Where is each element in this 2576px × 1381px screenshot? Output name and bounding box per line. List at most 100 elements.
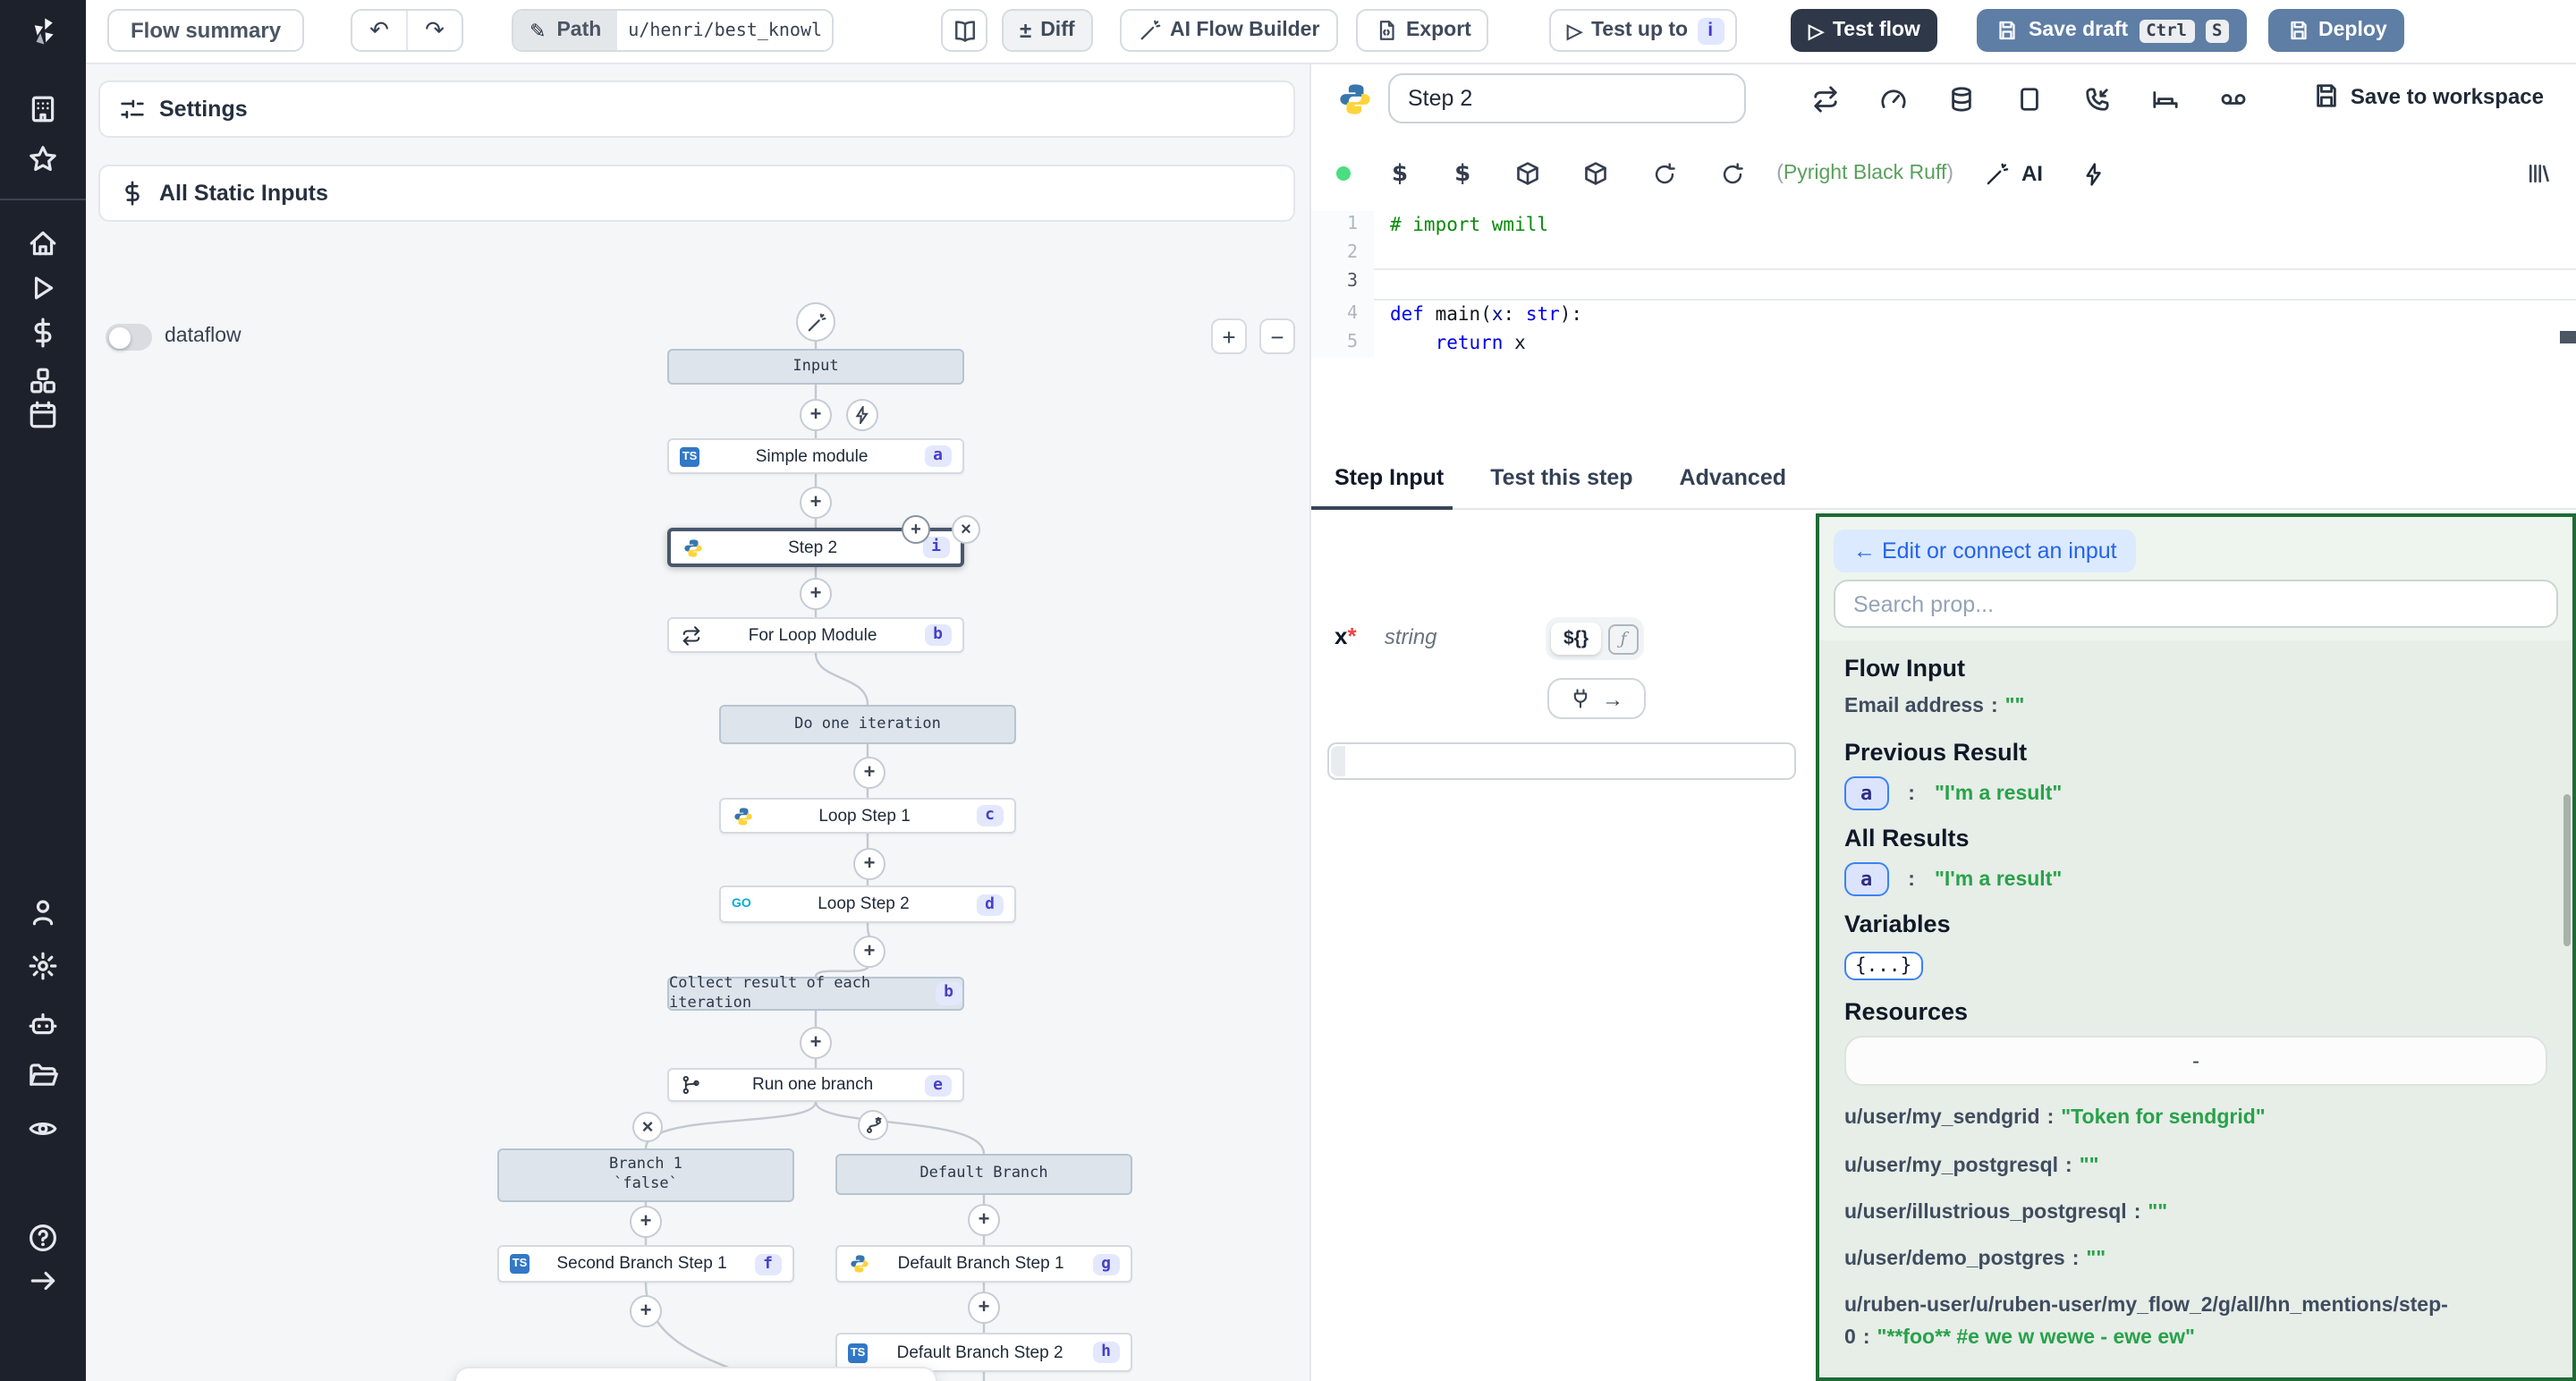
resource-row[interactable]: u/user/illustrious_postgresql:"" <box>1844 1201 2168 1224</box>
schedules-calendar-icon[interactable] <box>28 400 58 430</box>
remove-step-button[interactable]: × <box>952 515 980 544</box>
flow-node-simple-module[interactable]: TS Simple module a <box>667 438 964 474</box>
cache-database-icon[interactable] <box>1948 86 1975 113</box>
add-step-button[interactable]: + <box>968 1204 1000 1236</box>
suspend-phone-icon[interactable] <box>2084 86 2111 113</box>
connect-scrollbar-thumb[interactable] <box>2563 794 2571 946</box>
code-line[interactable]: 3 <box>1311 268 2576 301</box>
folders-icon[interactable] <box>28 1060 58 1090</box>
code-line[interactable]: 1# import wmill <box>1311 211 2576 240</box>
package-icon[interactable] <box>1583 161 1608 186</box>
flow-node-default-branch-step2[interactable]: TS Default Branch Step 2 h <box>835 1333 1132 1372</box>
variables-object-badge[interactable]: {...} <box>1844 952 1923 981</box>
docs-book-button[interactable] <box>941 9 987 52</box>
arg-value-input[interactable] <box>1327 742 1796 780</box>
flow-node-run-one-branch[interactable]: Run one branch e <box>667 1068 964 1102</box>
resource-row[interactable]: u/ruben-user/u/ruben-user/my_flow_2/g/al… <box>1844 1295 2448 1349</box>
resource-row[interactable]: u/user/my_postgresql:"" <box>1844 1155 2099 1176</box>
audit-eye-icon[interactable] <box>28 1114 58 1144</box>
diff-button[interactable]: ±Diff <box>1002 9 1093 52</box>
step-name-input[interactable] <box>1388 73 1746 123</box>
code-line[interactable]: 5 return x <box>1311 329 2576 358</box>
workers-robot-icon[interactable] <box>28 1008 58 1038</box>
add-step-button[interactable]: + <box>630 1295 662 1327</box>
editor-scrollbar-thumb[interactable] <box>2560 331 2576 343</box>
user-icon[interactable] <box>28 897 58 928</box>
flow-settings-bar[interactable]: Settings <box>98 80 1295 138</box>
mock-voicemail-icon[interactable] <box>2220 86 2247 113</box>
flow-node-for-loop[interactable]: For Loop Module b <box>667 617 964 653</box>
resources-empty-box[interactable]: - <box>1844 1036 2547 1087</box>
gauge-icon[interactable] <box>1880 86 1907 113</box>
redo-button[interactable]: ↷ <box>408 11 462 50</box>
all-results-row[interactable]: a : "I'm a result" <box>1844 862 2547 897</box>
test-flow-button[interactable]: ▷Test flow <box>1791 9 1938 52</box>
retry-icon[interactable] <box>1812 86 1839 113</box>
add-step-button[interactable]: + <box>853 757 886 789</box>
collapse-arrow-right-icon[interactable] <box>28 1266 58 1296</box>
favorites-star-icon[interactable] <box>28 144 58 174</box>
add-branch-button[interactable] <box>858 1110 888 1140</box>
expression-mode-chip[interactable]: ${} <box>1551 623 1602 655</box>
settings-gear-icon[interactable] <box>28 951 58 981</box>
add-step-button[interactable]: + <box>630 1206 662 1238</box>
library-panel-icon[interactable] <box>2526 161 2551 186</box>
resources-cubes-icon[interactable] <box>28 366 58 396</box>
trigger-bolt-button[interactable] <box>846 399 878 431</box>
tab-advanced[interactable]: Advanced <box>1679 465 1787 490</box>
early-stop-icon[interactable] <box>2016 86 2043 113</box>
resource-row[interactable]: u/user/my_sendgrid:"Token for sendgrid" <box>1844 1107 2266 1130</box>
zoom-out-button[interactable]: − <box>1259 318 1295 354</box>
refresh-icon[interactable] <box>1651 161 1676 186</box>
search-prop-input[interactable] <box>1834 580 2558 628</box>
dataflow-toggle[interactable] <box>106 324 152 351</box>
path-input[interactable] <box>617 11 833 50</box>
flow-node-default-branch-step1[interactable]: Default Branch Step 1 g <box>835 1245 1132 1283</box>
variables-dollar-icon[interactable]: $ <box>1454 160 1471 187</box>
flow-node-do-one-iteration[interactable]: Do one iteration <box>719 705 1016 744</box>
flow-node-branch1[interactable]: Branch 1`false` <box>497 1148 794 1202</box>
ai-suggest-node-button[interactable] <box>796 302 835 342</box>
all-static-inputs-bar[interactable]: All Static Inputs <box>98 165 1295 222</box>
sleep-icon[interactable] <box>2152 86 2179 113</box>
flow-node-default-branch[interactable]: Default Branch <box>835 1154 1132 1195</box>
result-badge[interactable]: a <box>1844 776 1889 811</box>
ai-wand-icon[interactable] <box>1986 161 2011 186</box>
result-badge[interactable]: a <box>1844 862 1889 897</box>
undo-button[interactable]: ↶ <box>352 11 408 50</box>
package-icon[interactable] <box>1515 161 1540 186</box>
edit-or-connect-button[interactable]: ← Edit or connect an input <box>1834 530 2137 572</box>
prop-row-email-address[interactable]: Email address:"" <box>1844 696 2025 717</box>
code-line[interactable]: 2 <box>1311 240 2576 268</box>
flow-summary-button[interactable]: Flow summary <box>107 9 305 52</box>
bolt-icon[interactable] <box>2082 161 2107 186</box>
tab-step-input[interactable]: Step Input <box>1311 465 1467 512</box>
add-step-button[interactable]: + <box>800 399 832 431</box>
add-step-button[interactable]: + <box>853 936 886 968</box>
path-button[interactable]: ✎ Path <box>513 11 618 50</box>
ai-flow-builder-button[interactable]: AI Flow Builder <box>1120 9 1338 52</box>
workspace-building-icon[interactable] <box>28 94 58 124</box>
tab-test-this-step[interactable]: Test this step <box>1490 465 1633 490</box>
add-step-button[interactable]: + <box>800 487 832 519</box>
home-icon[interactable] <box>28 228 58 258</box>
add-step-button[interactable]: + <box>853 848 886 880</box>
static-inputs-dollar-icon[interactable]: $ <box>1392 160 1409 187</box>
connect-input-button[interactable]: → <box>1547 678 1646 719</box>
help-icon[interactable] <box>28 1223 58 1253</box>
add-step-button[interactable]: + <box>800 578 832 610</box>
remove-branch-button[interactable]: × <box>632 1112 663 1142</box>
flow-node-second-branch-step1[interactable]: TS Second Branch Step 1 f <box>497 1245 794 1283</box>
flow-node-loop-step2[interactable]: GO Loop Step 2 d <box>719 885 1016 923</box>
add-step-button[interactable]: + <box>968 1292 1000 1324</box>
ai-label[interactable]: AI <box>2021 161 2043 186</box>
add-step-button[interactable]: + <box>800 1027 832 1059</box>
export-button[interactable]: Export <box>1356 9 1489 52</box>
flow-node-input[interactable]: Input <box>667 349 964 385</box>
flow-graph-canvas[interactable]: dataflow + − Input + TS Simple module a … <box>86 295 1309 1381</box>
variables-dollar-icon[interactable] <box>28 318 58 348</box>
